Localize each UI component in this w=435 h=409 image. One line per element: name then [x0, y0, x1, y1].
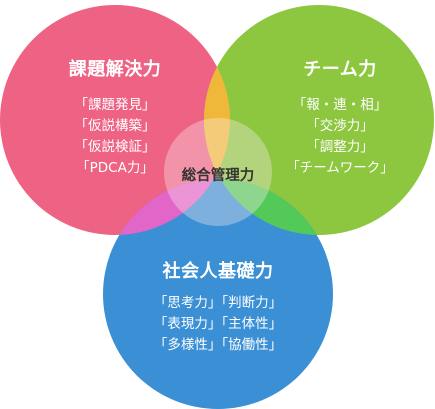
social-items: 「思考力」「判断力」 「表現力」「主体性」 「多様性」「協働性」: [118, 293, 318, 356]
problem-solving-item: 「課題発見」: [74, 97, 156, 113]
problem-solving-item: 「仮説検証」: [74, 139, 156, 155]
problem-solving-item: 「仮説構築」: [74, 118, 156, 134]
social-item: 「多様性」「協働性」: [153, 337, 283, 353]
team-title: チーム力: [303, 59, 377, 80]
team-item: 「調整力」: [306, 139, 374, 155]
team-item: 「報・連・相」: [292, 97, 388, 113]
social-title: 社会人基礎力: [162, 261, 274, 282]
problem-solving-items: 「課題発見」 「仮説構築」 「仮説検証」 「PDCA力」: [25, 95, 205, 179]
problem-solving-label: 課題解決力 「課題発見」 「仮説構築」 「仮説検証」 「PDCA力」: [25, 55, 205, 179]
team-circle: [204, 5, 434, 235]
team-items: 「報・連・相」 「交渉力」 「調整力」 「チームワーク」: [250, 95, 430, 179]
center-label: 総合管理力: [181, 168, 255, 184]
social-label: 社会人基礎力 「思考力」「判断力」 「表現力」「主体性」 「多様性」「協働性」: [118, 257, 318, 356]
team-item: 「交渉力」: [306, 118, 374, 134]
social-item: 「表現力」「主体性」: [153, 316, 283, 332]
problem-solving-title: 課題解決力: [68, 59, 162, 80]
problem-solving-circle: [0, 5, 230, 235]
problem-solving-item: 「PDCA力」: [76, 160, 154, 176]
center-highlight: [164, 118, 272, 226]
social-item: 「思考力」「判断力」: [153, 295, 283, 311]
social-circle: [103, 179, 333, 409]
team-item: 「チームワーク」: [286, 160, 394, 176]
team-label: チーム力 「報・連・相」 「交渉力」 「調整力」 「チームワーク」: [250, 55, 430, 179]
